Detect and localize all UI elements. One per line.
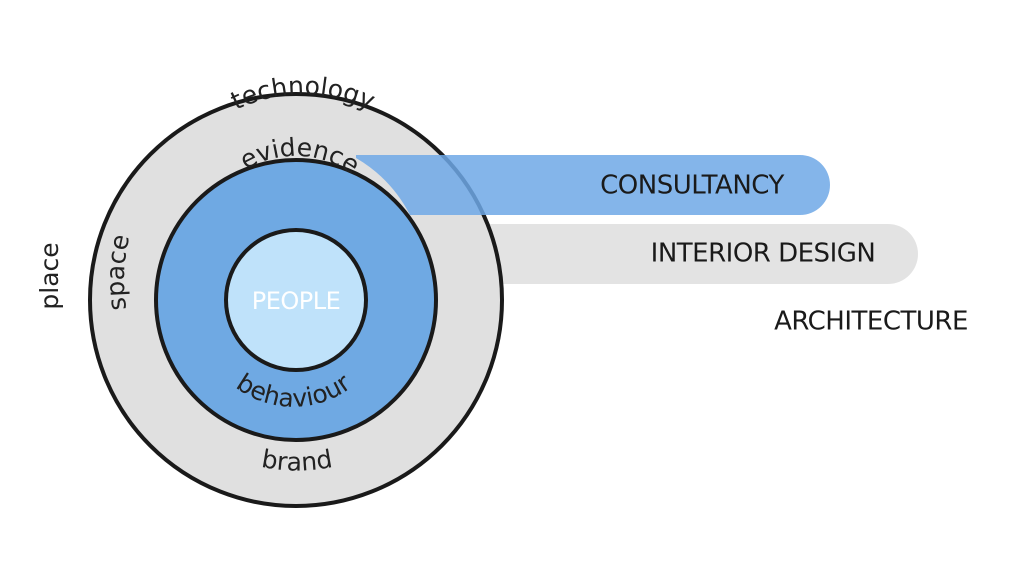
- architecture-label: ARCHITECTURE: [774, 307, 968, 337]
- brand-label: brand: [260, 444, 335, 477]
- interior-design-bar: [420, 224, 918, 284]
- core-circle: [224, 228, 368, 372]
- space-label: space: [101, 232, 135, 313]
- place-label: place: [35, 242, 64, 309]
- consultancy-bar: [356, 155, 830, 215]
- people-label: PEOPLE: [252, 287, 341, 315]
- interior-design-label: INTERIOR DESIGN: [651, 239, 876, 269]
- consultancy-label: CONSULTANCY: [600, 171, 784, 201]
